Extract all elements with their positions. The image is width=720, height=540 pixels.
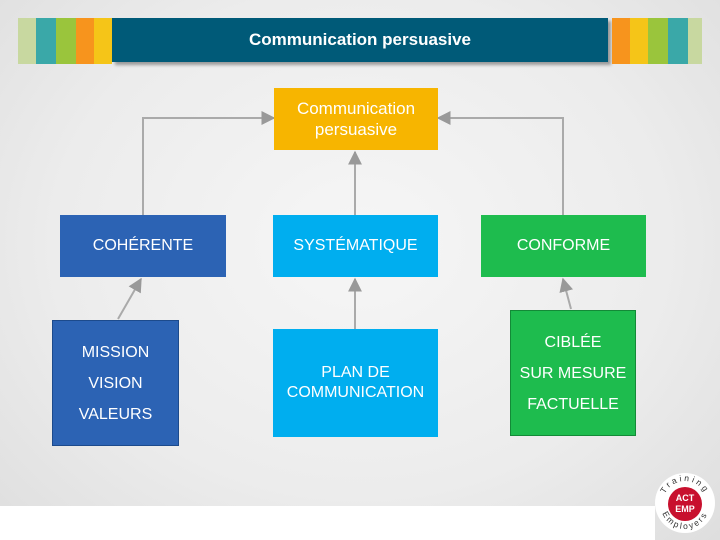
logo-line-act: ACT: [676, 493, 695, 503]
connector-ciblee-conforme: [559, 277, 574, 310]
stripe: [36, 18, 56, 64]
node-line: CIBLÉE: [544, 333, 602, 351]
node-systematique: SYSTÉMATIQUE: [273, 215, 438, 277]
node-line: COMMUNICATION: [286, 384, 425, 401]
page-title: Communication persuasive: [112, 18, 608, 62]
node-label: COHÉRENTE: [92, 237, 194, 254]
node-coherente: COHÉRENTE: [60, 215, 226, 277]
node-line: Communication: [296, 99, 416, 118]
header-stripes-left: [18, 18, 112, 64]
stripe: [648, 18, 668, 64]
node-conforme: CONFORME: [481, 215, 646, 277]
stripe: [94, 18, 112, 64]
node-plan-de-communication: PLAN DE COMMUNICATION: [273, 329, 438, 437]
stripe: [76, 18, 94, 64]
footer-strip: [0, 506, 655, 540]
node-ciblee-sur-mesure-factuelle: CIBLÉE SUR MESURE FACTUELLE: [510, 310, 636, 436]
act-emp-logo: Training Employers ACT EMP: [655, 473, 715, 533]
connector-mission-coherente: [117, 277, 142, 320]
header-stripes-right: [612, 18, 702, 64]
node-line: PLAN DE: [321, 364, 390, 381]
node-label: SYSTÉMATIQUE: [293, 237, 418, 254]
stripe: [630, 18, 648, 64]
node-label: CONFORME: [516, 237, 611, 254]
stripe: [612, 18, 630, 64]
node-line: SUR MESURE: [519, 364, 627, 382]
node-mission-vision-valeurs: MISSION VISION VALEURS: [52, 320, 179, 446]
node-line: VALEURS: [78, 405, 153, 423]
connector-coherente-top: [142, 111, 276, 215]
connector-conforme-top: [436, 111, 564, 215]
stripe: [56, 18, 76, 64]
stripe: [668, 18, 688, 64]
node-line: VISION: [88, 374, 143, 392]
node-line: persuasive: [314, 120, 398, 139]
node-line: FACTUELLE: [527, 395, 619, 413]
logo-line-emp: EMP: [675, 504, 695, 514]
node-line: MISSION: [81, 343, 150, 361]
stripe: [688, 18, 702, 64]
stripe: [18, 18, 36, 64]
node-communication-persuasive: Communication persuasive: [274, 88, 438, 150]
